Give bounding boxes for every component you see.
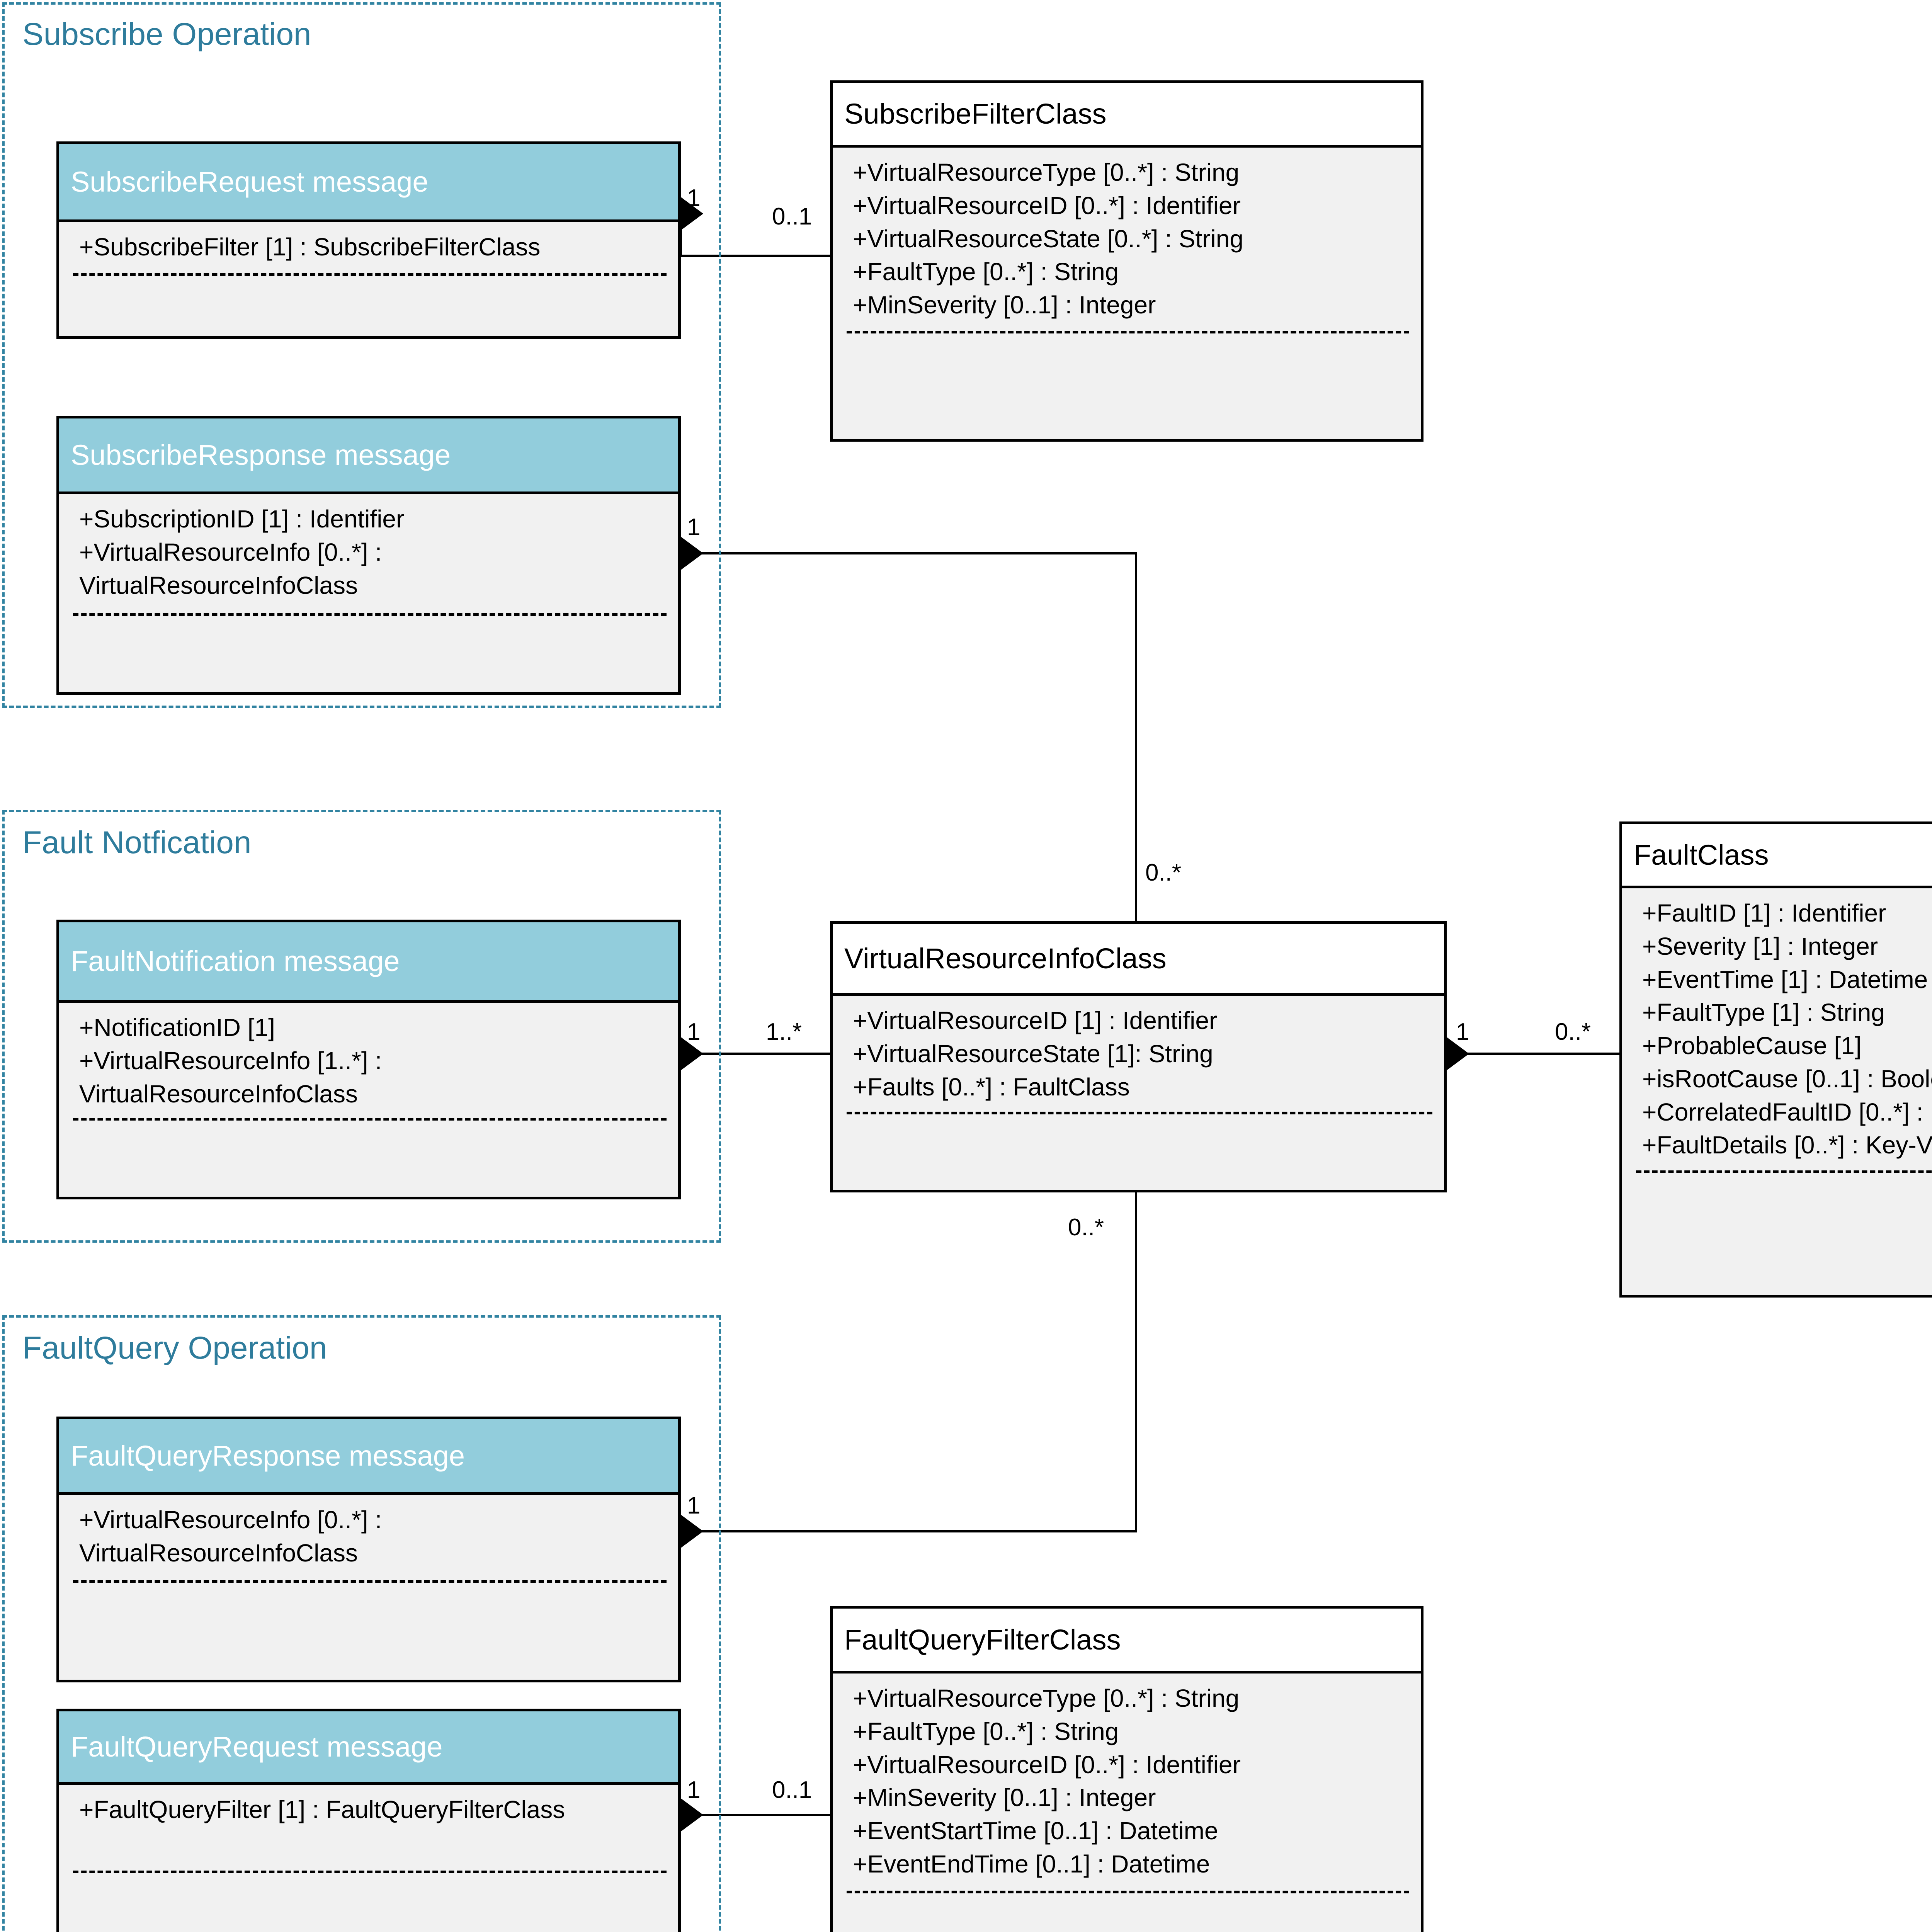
box-body-fault-query-request: +FaultQueryFilter [1] : FaultQueryFilter… <box>59 1785 678 1932</box>
attribute-row: +FaultDetails [0..*] : Key-Value pairs <box>1642 1131 1932 1159</box>
multiplicity-subresp-target: 0..* <box>1145 859 1182 886</box>
multiplicity-subfilter-target: 0..1 <box>772 203 812 230</box>
attribute-row: +VirtualResourceType [0..*] : String <box>853 158 1240 186</box>
attribute-row: +FaultQueryFilter [1] : FaultQueryFilter… <box>79 1796 565 1823</box>
multiplicity-faultnotif-source: 1 <box>687 1019 701 1045</box>
attribute-row: +MinSeverity [0..1] : Integer <box>853 1784 1156 1812</box>
operations-separator <box>73 1580 667 1583</box>
attribute-row: +CorrelatedFaultID [0..*] : Identifier <box>1642 1098 1932 1126</box>
attribute-row: +EventEndTime [0..1] : Datetime <box>853 1850 1210 1878</box>
multiplicity-fqresp-target: 0..* <box>1068 1214 1104 1241</box>
box-fault-query-filter-class[interactable]: FaultQueryFilterClass +VirtualResourceTy… <box>830 1606 1423 1932</box>
multiplicity-faultnotif-target: 1..* <box>766 1019 802 1045</box>
attribute-row: +VirtualResourceID [1] : Identifier <box>853 1007 1218 1034</box>
box-body-fault-class: +FaultID [1] : Identifier +Severity [1] … <box>1622 888 1932 1295</box>
box-header-fault-query-filter-class: FaultQueryFilterClass <box>833 1609 1421 1673</box>
box-header-virtual-resource-info-class: VirtualResourceInfoClass <box>833 924 1444 996</box>
box-body-fault-notification: +NotificationID [1] +VirtualResourceInfo… <box>59 1003 678 1197</box>
box-subscribe-filter-class[interactable]: SubscribeFilterClass +VirtualResourceTyp… <box>830 80 1423 442</box>
multiplicity-fqfilter-target: 0..1 <box>772 1777 812 1803</box>
box-title-subscribe-response: SubscribeResponse message <box>71 439 451 471</box>
operations-separator <box>1636 1170 1932 1173</box>
attribute-row: +ProbableCause [1] <box>1642 1032 1862 1060</box>
box-title-fault-query-filter-class: FaultQueryFilterClass <box>844 1623 1121 1656</box>
operations-separator <box>847 331 1409 333</box>
box-header-subscribe-filter-class: SubscribeFilterClass <box>833 83 1421 148</box>
attribute-row: +VirtualResourceID [0..*] : Identifier <box>853 191 1241 219</box>
operations-separator <box>73 1118 667 1121</box>
operations-separator <box>847 1891 1409 1893</box>
multiplicity-faultclass-target: 0..* <box>1555 1019 1591 1045</box>
box-header-subscribe-request: SubscribeRequest message <box>59 144 678 222</box>
group-title-fault-notification: Fault Notfication <box>22 825 252 860</box>
group-title-faultquery-operation: FaultQuery Operation <box>22 1330 327 1366</box>
attribute-row: +NotificationID [1] <box>79 1014 275 1041</box>
box-header-subscribe-response: SubscribeResponse message <box>59 418 678 494</box>
attribute-row: +SubscribeFilter [1] : SubscribeFilterCl… <box>79 233 541 261</box>
box-body-virtual-resource-info-class: +VirtualResourceID [1] : Identifier +Vir… <box>833 996 1444 1190</box>
attribute-row: +VirtualResourceType [0..*] : String <box>853 1684 1240 1712</box>
attribute-row: +VirtualResourceInfo [0..*] : VirtualRes… <box>79 1506 382 1567</box>
box-title-fault-query-response: FaultQueryResponse message <box>71 1439 465 1472</box>
box-body-subscribe-filter-class: +VirtualResourceType [0..*] : String +Vi… <box>833 148 1421 439</box>
box-virtual-resource-info-class[interactable]: VirtualResourceInfoClass +VirtualResourc… <box>830 921 1447 1192</box>
box-fault-query-response-message[interactable]: FaultQueryResponse message +VirtualResou… <box>56 1417 681 1682</box>
box-title-subscribe-request: SubscribeRequest message <box>71 165 429 198</box>
box-title-virtual-resource-info-class: VirtualResourceInfoClass <box>844 942 1167 975</box>
group-subscribe-operation <box>2 2 721 708</box>
box-title-fault-class: FaultClass <box>1634 838 1769 871</box>
box-body-fault-query-response: +VirtualResourceInfo [0..*] : VirtualRes… <box>59 1495 678 1680</box>
operations-separator <box>73 1871 667 1873</box>
association-subscriberesponse-virtualresourceinfoclass <box>658 537 1137 921</box>
multiplicity-subreq-source: 1 <box>687 185 701 211</box>
operations-separator <box>847 1112 1432 1114</box>
group-title-subscribe-operation: Subscribe Operation <box>22 17 311 52</box>
box-body-subscribe-request: +SubscribeFilter [1] : SubscribeFilterCl… <box>59 222 678 336</box>
attribute-row: +EventTime [1] : Datetime <box>1642 965 1928 993</box>
box-fault-class[interactable]: FaultClass +FaultID [1] : Identifier +Se… <box>1619 821 1932 1298</box>
attribute-row: +VirtualResourceInfo [0..*] : VirtualRes… <box>79 538 382 599</box>
group-fault-notification <box>2 810 721 1243</box>
operations-separator <box>73 613 667 616</box>
operations-separator <box>73 273 667 276</box>
attribute-row: +VirtualResourceID [0..*] : Identifier <box>853 1750 1241 1779</box>
attribute-row: +MinSeverity [0..1] : Integer <box>853 291 1156 319</box>
box-subscribe-response-message[interactable]: SubscribeResponse message +SubscriptionI… <box>56 416 681 695</box>
box-header-fault-class: FaultClass <box>1622 824 1932 888</box>
attribute-row: +Faults [0..*] : FaultClass <box>853 1073 1130 1101</box>
group-faultquery-operation <box>2 1315 721 1932</box>
attribute-row: +VirtualResourceState [0..*] : String <box>853 224 1243 253</box>
box-title-subscribe-filter-class: SubscribeFilterClass <box>844 98 1107 130</box>
box-fault-query-request-message[interactable]: FaultQueryRequest message +FaultQueryFil… <box>56 1709 681 1932</box>
attribute-row: +Severity [1] : Integer <box>1642 932 1878 960</box>
attribute-row: +EventStartTime [0..1] : Datetime <box>853 1817 1218 1845</box>
multiplicity-fqresp-source: 1 <box>687 1492 701 1519</box>
attribute-row: +SubscriptionID [1] : Identifier <box>79 505 405 533</box>
box-body-fault-query-filter-class: +VirtualResourceType [0..*] : String +Fa… <box>833 1673 1421 1932</box>
box-header-fault-query-response: FaultQueryResponse message <box>59 1419 678 1495</box>
box-fault-notification-message[interactable]: FaultNotification message +NotificationI… <box>56 920 681 1199</box>
attribute-row: +FaultType [0..*] : String <box>853 258 1119 286</box>
attribute-row: +FaultType [1] : String <box>1642 998 1885 1027</box>
attribute-row: +isRootCause [0..1] : Boolean <box>1642 1065 1932 1093</box>
attribute-row: +VirtualResourceInfo [1..*] : VirtualRes… <box>79 1046 382 1108</box>
box-subscribe-request-message[interactable]: SubscribeRequest message +SubscribeFilte… <box>56 141 681 339</box>
box-header-fault-query-request: FaultQueryRequest message <box>59 1711 678 1785</box>
attribute-row: +FaultType [0..*] : String <box>853 1717 1119 1745</box>
box-header-fault-notification: FaultNotification message <box>59 922 678 1003</box>
box-title-fault-query-request: FaultQueryRequest message <box>71 1730 443 1763</box>
multiplicity-subresp-source: 1 <box>687 514 701 541</box>
attribute-row: +VirtualResourceState [1]: String <box>853 1039 1213 1068</box>
attribute-row: +FaultID [1] : Identifier <box>1642 899 1886 927</box>
multiplicity-fqreq-source: 1 <box>687 1777 701 1803</box>
multiplicity-vrinfo-source: 1 <box>1456 1019 1469 1045</box>
box-body-subscribe-response: +SubscriptionID [1] : Identifier +Virtua… <box>59 494 678 692</box>
box-title-fault-notification: FaultNotification message <box>71 945 400 977</box>
association-faultqueryresponse-virtualresourceinfoclass <box>658 1192 1137 1548</box>
